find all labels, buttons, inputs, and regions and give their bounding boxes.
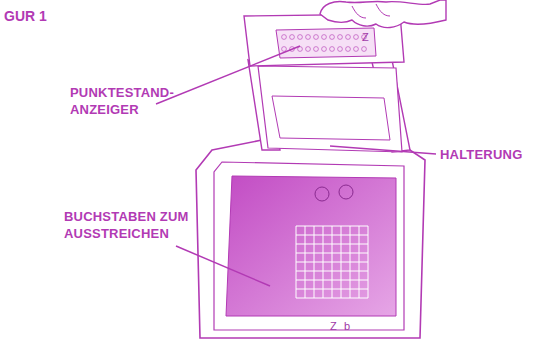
board-letter: b <box>344 320 350 332</box>
base-housing <box>196 140 425 338</box>
holder-frame <box>258 66 402 152</box>
hand-fingers <box>352 4 390 18</box>
mark-circle <box>315 187 329 201</box>
part-label: PUNKTESTAND- ANZEIGER <box>70 84 188 118</box>
board-letter: Z <box>362 31 369 43</box>
leader-line <box>330 146 436 154</box>
holder-inner <box>272 96 390 140</box>
leader-line <box>156 46 300 104</box>
base-rim <box>214 162 404 330</box>
part-label: BUCHSTABEN ZUM AUSSTREICHEN <box>64 208 214 242</box>
figure-title: GUR 1 <box>4 8 47 24</box>
part-label: HALTERUNG <box>440 146 522 163</box>
letter-pad <box>226 176 396 316</box>
board-letter: Z <box>330 320 337 332</box>
score-window <box>276 28 376 58</box>
hand <box>320 0 446 28</box>
letter-grid <box>296 226 368 298</box>
mark-circle <box>339 185 353 199</box>
leader-line <box>176 246 270 286</box>
